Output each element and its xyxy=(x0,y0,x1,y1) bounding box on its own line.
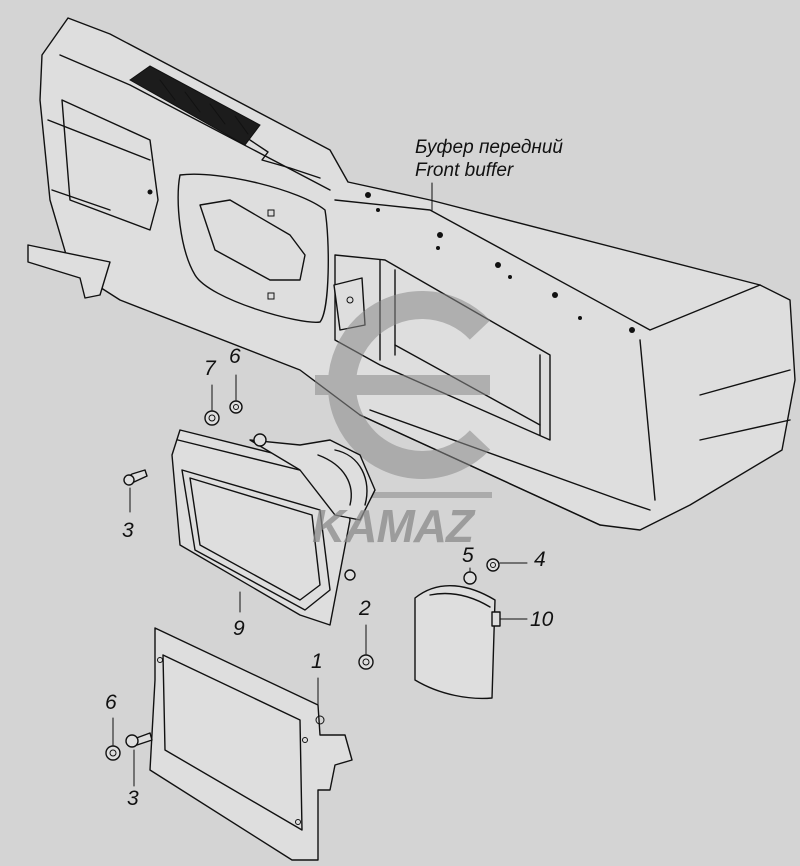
callout-3-upper: 3 xyxy=(122,519,134,542)
callout-2: 2 xyxy=(359,597,371,620)
headlamp xyxy=(171,429,376,626)
buffer-bolt-holes xyxy=(147,189,635,333)
callout-3-lower: 3 xyxy=(127,787,139,810)
grip-pad xyxy=(129,65,261,146)
callout-6-lower: 6 xyxy=(105,691,117,714)
turn-lamp xyxy=(414,585,501,700)
fasteners xyxy=(105,400,500,761)
callout-10: 10 xyxy=(530,608,554,631)
caption-en: Front buffer xyxy=(415,160,514,182)
callout-7: 7 xyxy=(204,357,216,380)
front-buffer xyxy=(27,17,796,531)
kamaz-logo-watermark xyxy=(312,291,492,498)
buffer-caption: Буфер передний Front buffer xyxy=(415,136,563,182)
callout-5: 5 xyxy=(462,544,474,567)
watermark-text: KAMAZ xyxy=(312,500,474,552)
callout-4: 4 xyxy=(534,548,546,571)
headlamp-frame xyxy=(149,627,353,861)
callout-9: 9 xyxy=(233,617,245,640)
callout-6-upper: 6 xyxy=(229,345,241,368)
callout-1: 1 xyxy=(311,650,323,673)
callout-leaders xyxy=(112,374,528,787)
caption-ru: Буфер передний xyxy=(415,137,563,158)
